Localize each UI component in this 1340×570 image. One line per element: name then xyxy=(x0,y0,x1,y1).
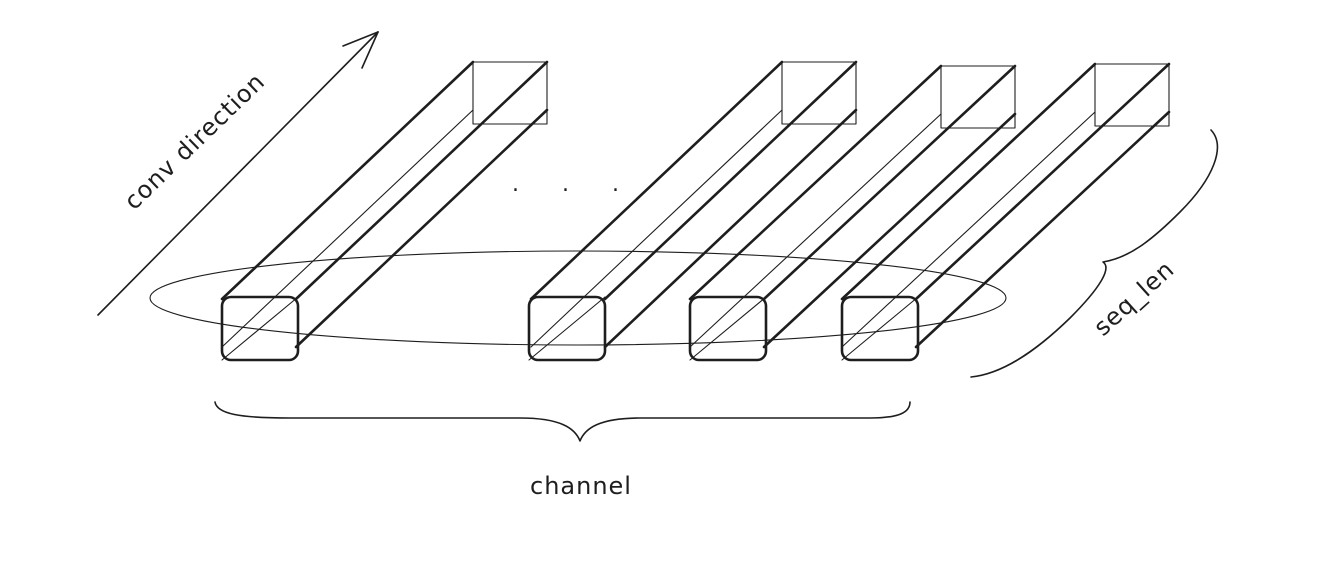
channel-label: channel xyxy=(530,472,632,500)
conv-direction-arrow xyxy=(97,31,379,316)
channel-bar-3 xyxy=(688,64,1017,362)
seq-len-label: seq_len xyxy=(1088,255,1180,341)
channel-brace xyxy=(214,401,911,442)
conv-direction-label: conv direction xyxy=(119,67,271,215)
ellipsis-dots: . . . xyxy=(512,172,637,197)
channel-bar-4 xyxy=(840,62,1171,362)
seq-len-brace xyxy=(970,129,1219,378)
channel-bar-1 xyxy=(220,60,549,362)
channel-bar-2 xyxy=(527,60,858,362)
channel-slice-ellipse xyxy=(149,250,1007,346)
